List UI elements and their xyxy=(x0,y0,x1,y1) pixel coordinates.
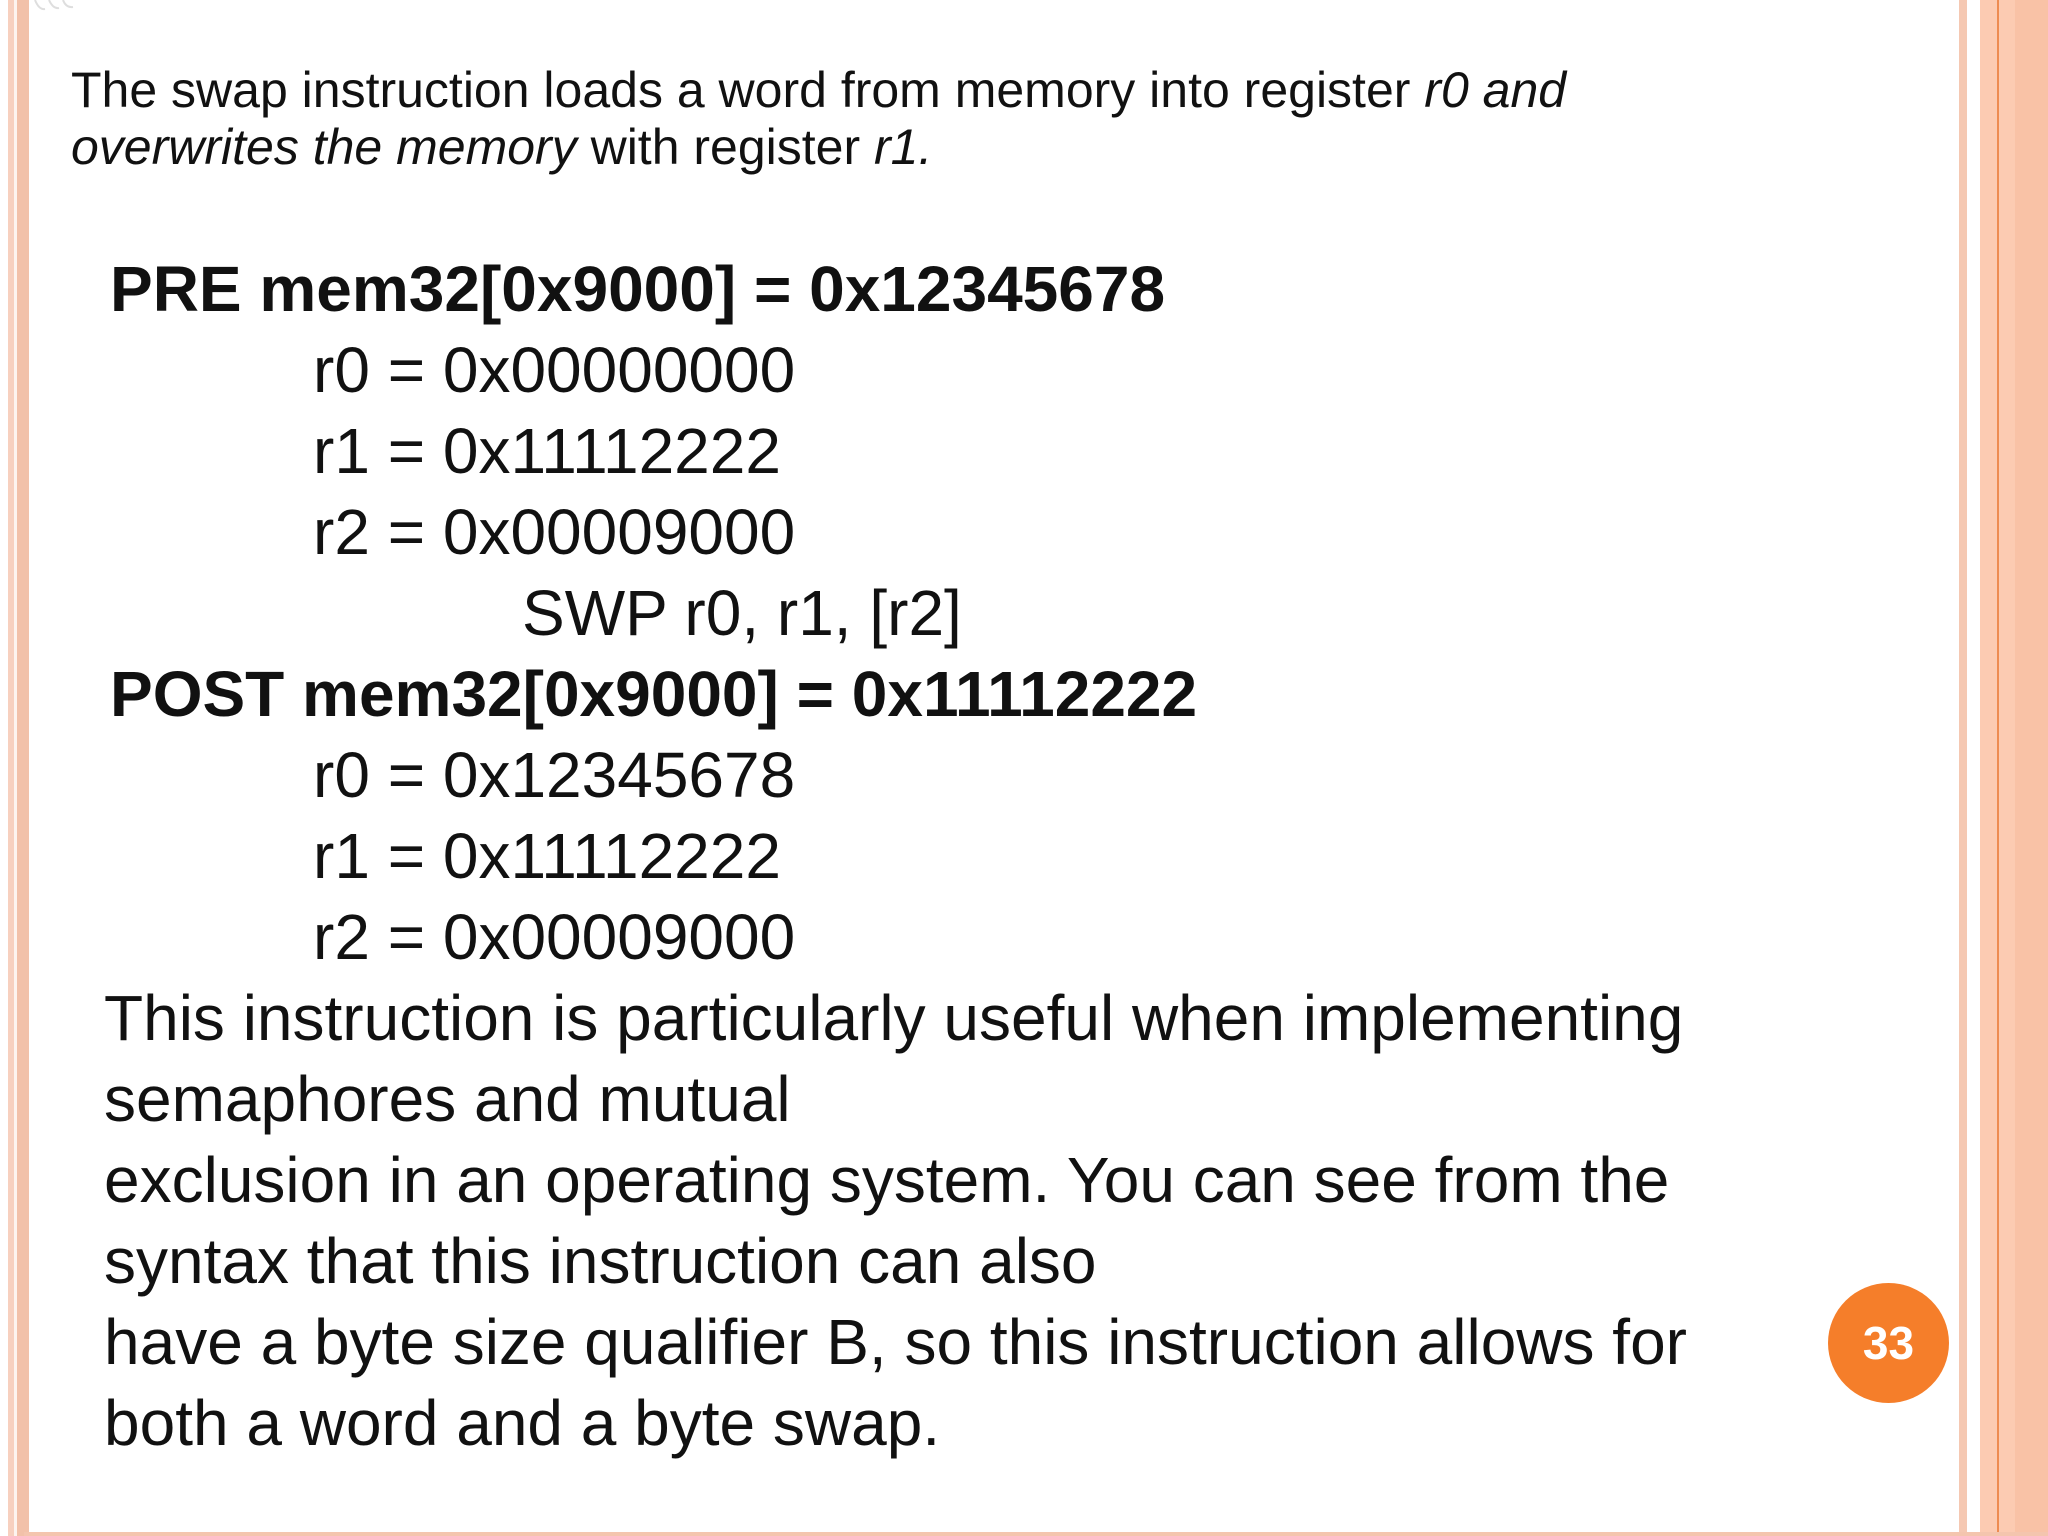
code-pre-register-r2: r2 = 0x00009000 xyxy=(313,496,796,568)
top-edge-artifact xyxy=(34,0,74,11)
intro-line1-regular: The swap instruction loads a word from m… xyxy=(71,62,1425,118)
paragraph-line-3: exclusion in an operating system. You ca… xyxy=(104,1144,1670,1216)
paragraph-line-1: This instruction is particularly useful … xyxy=(104,982,1684,1054)
code-pre-register-r1: r1 = 0x11112222 xyxy=(313,415,781,487)
intro-line-1: The swap instruction loads a word from m… xyxy=(71,62,1566,119)
intro-text: The swap instruction loads a word from m… xyxy=(71,62,1566,176)
page-number-badge: 33 xyxy=(1828,1283,1949,1403)
intro-line2-italic-1: overwrites the memory xyxy=(71,119,577,175)
left-border-stripes xyxy=(0,0,29,1536)
paragraph-line-6: both a word and a byte swap. xyxy=(104,1387,941,1459)
intro-line2-regular: with register xyxy=(576,119,875,175)
right-border-stripes xyxy=(1959,0,2048,1536)
code-post-register-r0: r0 = 0x12345678 xyxy=(313,739,796,811)
slide-body: PRE mem32[0x9000] = 0x12345678 r0 = 0x00… xyxy=(0,249,2048,1464)
code-pre-register-r0: r0 = 0x00000000 xyxy=(313,334,796,406)
code-pre-header: PRE mem32[0x9000] = 0x12345678 xyxy=(110,253,1166,325)
intro-line2-italic-2: r1. xyxy=(874,119,933,175)
intro-line1-italic: r0 and xyxy=(1424,62,1567,118)
paragraph-line-4: syntax that this instruction can also xyxy=(104,1225,1097,1297)
page-number: 33 xyxy=(1862,1317,1915,1369)
paragraph-line-5: have a byte size qualifier B, so this in… xyxy=(104,1306,1687,1378)
paragraph-line-2: semaphores and mutual xyxy=(104,1063,791,1135)
code-post-header: POST mem32[0x9000] = 0x11112222 xyxy=(110,658,1198,730)
intro-line-2: overwrites the memory with register r1. xyxy=(71,119,1566,176)
code-post-register-r2: r2 = 0x00009000 xyxy=(313,901,796,973)
bottom-border-line xyxy=(24,1532,2048,1536)
code-swp-instruction: SWP r0, r1, [r2] xyxy=(522,577,962,649)
code-post-register-r1: r1 = 0x11112222 xyxy=(313,820,781,892)
